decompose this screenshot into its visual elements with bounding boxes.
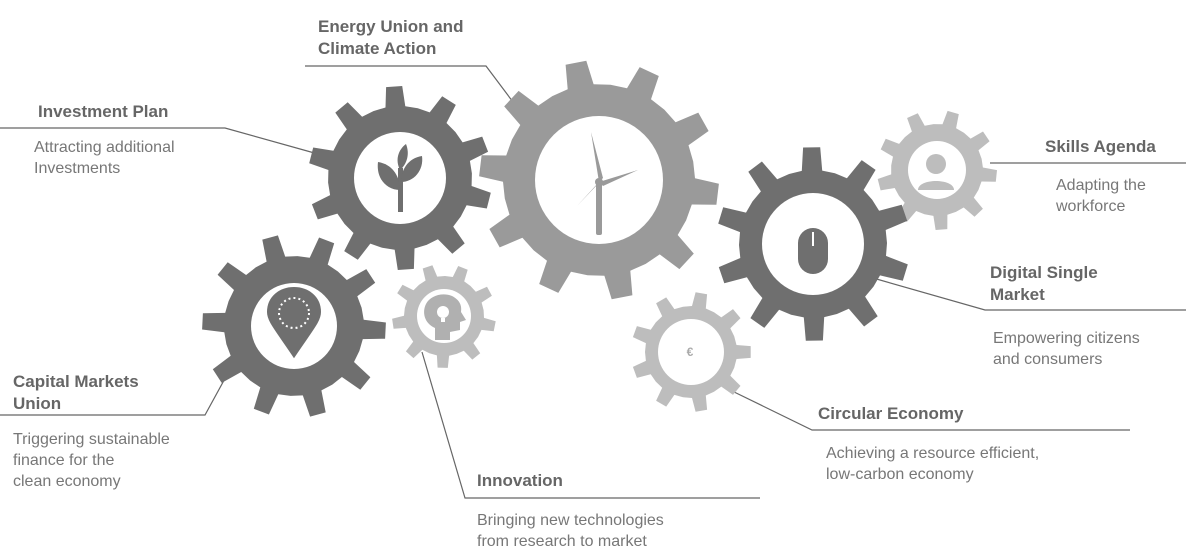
leader-line-investment-plan bbox=[0, 127, 319, 155]
plant-icon bbox=[377, 144, 423, 212]
skills-agenda-desc: Adapting the workforce bbox=[1056, 177, 1146, 215]
leader-line-digital-single-market bbox=[872, 277, 1186, 311]
head-lightbulb-icon bbox=[424, 294, 466, 340]
eu-map-pin-icon bbox=[264, 284, 324, 362]
digital-single-market-desc: Empowering citizens and consumers bbox=[993, 330, 1140, 368]
recycling-euro-icon: € bbox=[662, 340, 718, 364]
investment-plan-desc: Attracting additional Investments bbox=[34, 139, 175, 177]
capital-markets-union-desc: Triggering sustainable finance for the c… bbox=[13, 431, 170, 490]
circular-economy-desc: Achieving a resource efficient, low-carb… bbox=[826, 445, 1040, 483]
energy-union-title: Energy Union and Climate Action bbox=[318, 17, 464, 58]
svg-text:€: € bbox=[687, 345, 694, 359]
person-icon bbox=[918, 154, 954, 190]
digital-single-market-title: Digital Single Market bbox=[990, 263, 1098, 304]
leader-line-capital-markets-union bbox=[0, 372, 229, 416]
circular-economy-title: Circular Economy bbox=[818, 404, 964, 423]
wind-turbine-icon bbox=[577, 132, 638, 235]
investment-plan-title: Investment Plan bbox=[38, 102, 169, 121]
leader-line-circular-economy bbox=[729, 389, 1130, 431]
innovation-title: Innovation bbox=[477, 471, 563, 490]
capital-markets-union-title: Capital Markets Union bbox=[13, 372, 139, 413]
skills-agenda-title: Skills Agenda bbox=[1045, 137, 1156, 156]
leader-line-innovation bbox=[421, 351, 760, 499]
computer-mouse-icon bbox=[798, 199, 828, 274]
